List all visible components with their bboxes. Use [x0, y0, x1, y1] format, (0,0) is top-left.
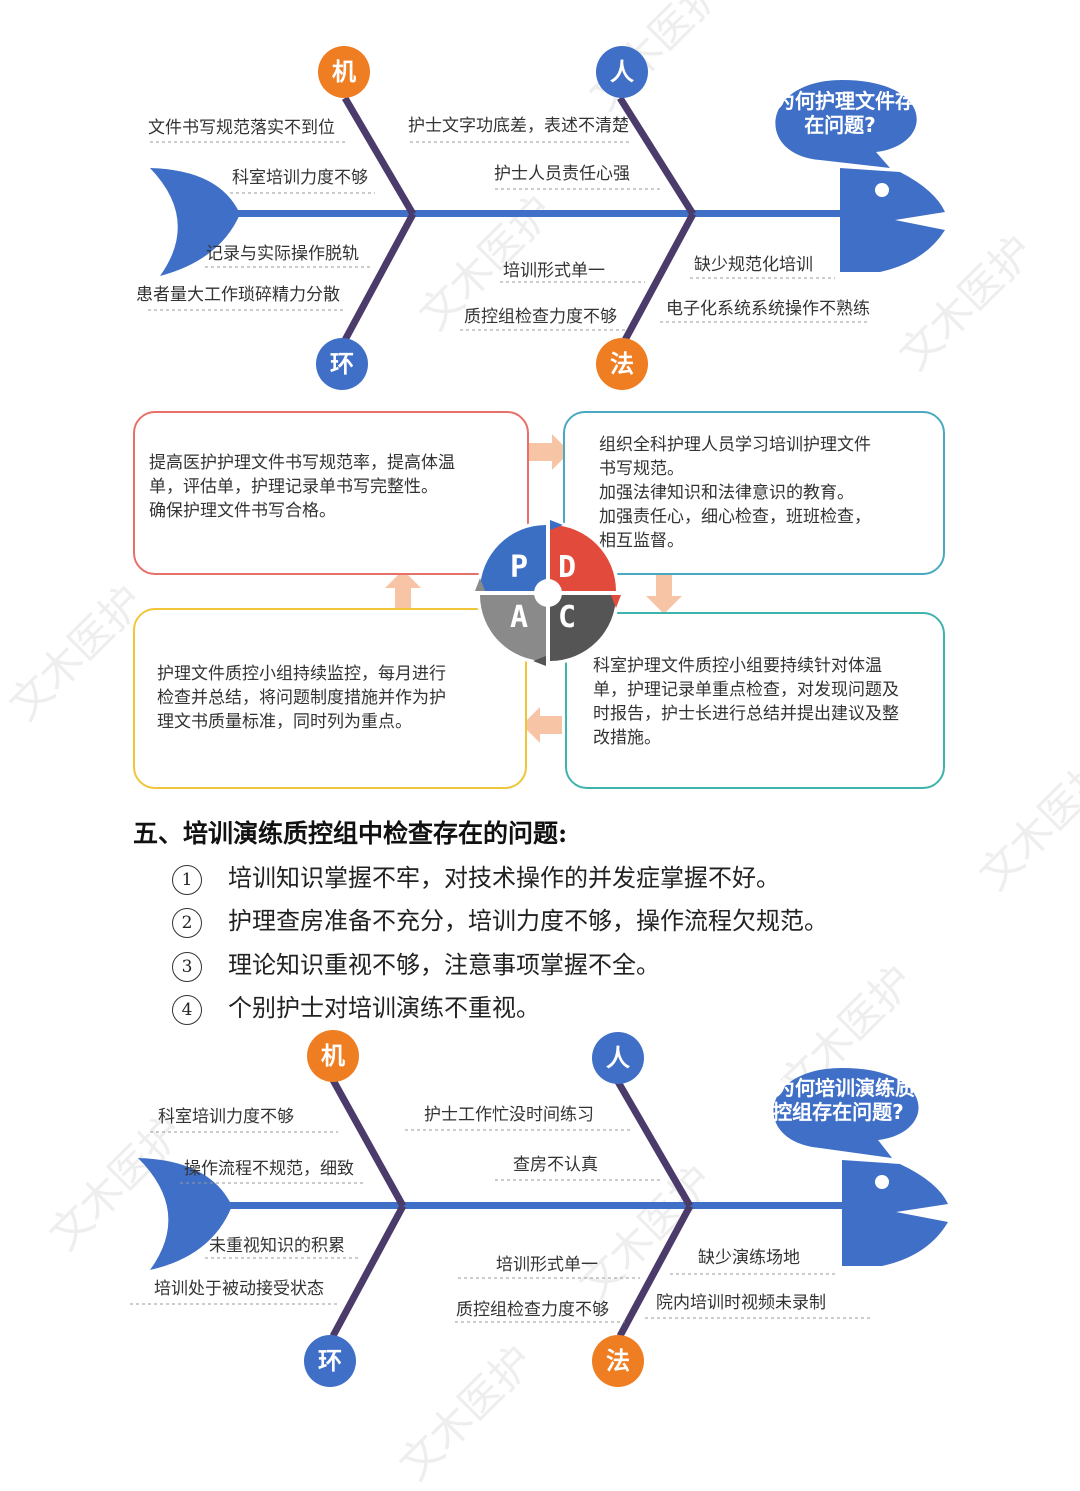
list-item: 1 培训知识掌握不牢，对技术操作的并发症掌握不好。: [172, 858, 780, 895]
wheel-letter-a: A: [510, 600, 528, 635]
plan-line: 单，评估单，护理记录单书写完整性。: [149, 475, 455, 499]
category-method: 法: [592, 1335, 644, 1387]
item-number: 1: [172, 865, 202, 895]
bone-machine: [333, 1080, 403, 1206]
wheel-letter-d: D: [558, 550, 576, 585]
cause-people-2: 查房不认真: [513, 1155, 598, 1175]
item-text: 个别护士对培训演练不重视。: [228, 994, 540, 1022]
act-box: 护理文件质控小组持续监控，每月进行 检查并总结，将问题制度措施并作为护 理文书质…: [133, 608, 527, 789]
check-line: 单，护理记录单重点检查，对发现问题及: [593, 678, 899, 702]
pdca-cycle: 提高医护护理文件书写规范率，提高体温 单，评估单，护理记录单书写完整性。 确保护…: [0, 0, 1080, 800]
item-number: 2: [172, 908, 202, 938]
item-text: 培训知识掌握不牢，对技术操作的并发症掌握不好。: [228, 864, 780, 892]
list-item: 2 护理查房准备不充分，培训力度不够，操作流程欠规范。: [172, 901, 828, 938]
category-people: 人: [592, 1032, 644, 1084]
cause-method-4: 院内培训时视频未录制: [656, 1293, 826, 1313]
cause-method-3: 缺少演练场地: [698, 1248, 800, 1268]
plan-box: 提高医护护理文件书写规范率，提高体温 单，评估单，护理记录单书写完整性。 确保护…: [133, 411, 529, 575]
arrow-check-to-act: [522, 707, 562, 743]
cause-environment-1: 未重视知识的积累: [209, 1236, 345, 1256]
do-line: 相互监督。: [599, 529, 871, 553]
category-environment: 环: [304, 1335, 356, 1387]
fish-spine: [190, 1202, 850, 1209]
do-line: 书写规范。: [599, 457, 871, 481]
question-line-2: 控组存在问题?: [758, 1100, 918, 1124]
plan-line: 确保护理文件书写合格。: [149, 499, 455, 523]
fish-head: [842, 1160, 948, 1266]
act-line: 检查并总结，将问题制度措施并作为护: [157, 686, 446, 710]
bone-method: [620, 1206, 690, 1336]
item-number: 3: [172, 952, 202, 982]
arrow-act-to-plan: [385, 570, 421, 612]
item-number: 4: [172, 995, 202, 1025]
bone-people: [617, 1080, 690, 1206]
cause-machine-1: 科室培训力度不够: [158, 1107, 294, 1127]
check-line: 时报告，护士长进行总结并提出建议及整: [593, 702, 899, 726]
category-machine: 机: [307, 1030, 359, 1082]
bone-environment: [333, 1206, 403, 1336]
fish-eye: [875, 1175, 889, 1189]
question-line-1: 为何培训演练质: [760, 1076, 930, 1100]
arrow-do-to-check: [646, 572, 682, 614]
check-line: 改措施。: [593, 726, 899, 750]
do-line: 组织全科护理人员学习培训护理文件: [599, 433, 871, 457]
pdca-wheel: [473, 518, 623, 668]
fishbone-diagram-2: 为何培训演练质 控组存在问题? 机 人 环 法 科室培训力度不够 操作流程不规范…: [0, 1030, 1080, 1400]
section-title: 五、培训演练质控组中检查存在的问题:: [133, 814, 567, 850]
cause-people-1: 护士工作忙没时间练习: [424, 1105, 594, 1125]
check-line: 科室护理文件质控小组要持续针对体温: [593, 654, 899, 678]
plan-line: 提高医护护理文件书写规范率，提高体温: [149, 451, 455, 475]
list-item: 3 理论知识重视不够，注意事项掌握不全。: [172, 945, 660, 982]
wheel-letter-c: C: [558, 600, 576, 635]
cause-method-2: 质控组检查力度不够: [456, 1300, 609, 1320]
cause-machine-2: 操作流程不规范，细致: [184, 1159, 354, 1179]
cause-method-1: 培训形式单一: [496, 1255, 598, 1275]
item-text: 护理查房准备不充分，培训力度不够，操作流程欠规范。: [228, 907, 828, 935]
act-line: 护理文件质控小组持续监控，每月进行: [157, 662, 446, 686]
item-text: 理论知识重视不够，注意事项掌握不全。: [228, 951, 660, 979]
list-item: 4 个别护士对培训演练不重视。: [172, 988, 540, 1025]
do-line: 加强责任心，细心检查，班班检查，: [599, 505, 871, 529]
cause-environment-2: 培训处于被动接受状态: [154, 1279, 324, 1299]
do-line: 加强法律知识和法律意识的教育。: [599, 481, 871, 505]
act-line: 理文书质量标准，同时列为重点。: [157, 710, 446, 734]
wheel-letter-p: P: [510, 550, 528, 585]
